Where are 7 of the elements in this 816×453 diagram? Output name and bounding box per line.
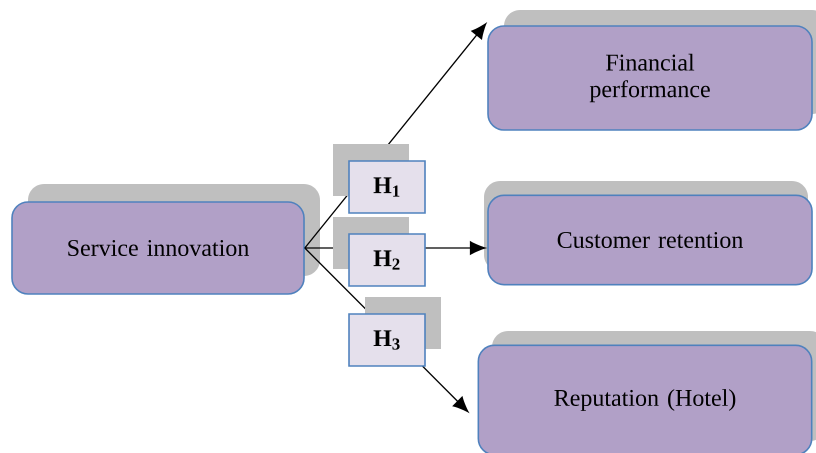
process-box: Reputation (Hotel) [478, 344, 812, 453]
process-box: Financial performance [487, 25, 813, 131]
edge-label: H$_{2}$ [348, 233, 426, 287]
edge-label: H$_{3}$ [348, 313, 426, 367]
process-box: Service innovation [11, 201, 305, 295]
edge-label: H$_{1}$ [348, 160, 426, 214]
process-box: Customer retention [487, 194, 813, 286]
